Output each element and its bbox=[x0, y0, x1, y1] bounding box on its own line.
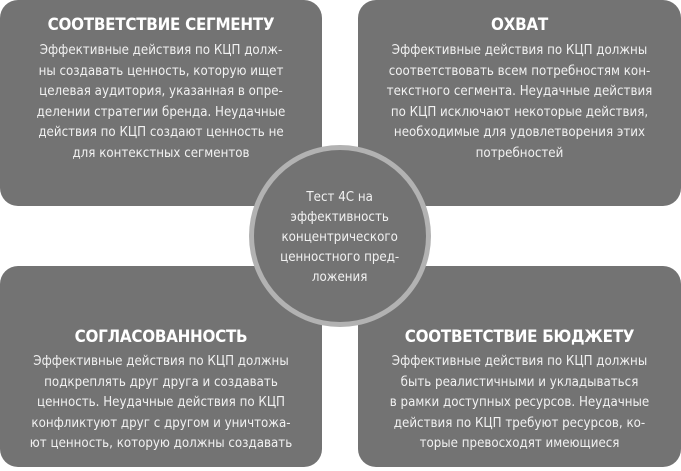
quadrant-description: Эффективные действия по КЦП должны быть … bbox=[389, 353, 650, 451]
quadrant-title: ОХВАТ bbox=[491, 15, 548, 34]
quadrant-description: Эффективные действия по КЦП должны соотв… bbox=[386, 42, 653, 161]
quadrant-title: СОГЛАСОВАННОСТЬ bbox=[74, 327, 248, 346]
center-label: Тест 4С на эффективность концентрическог… bbox=[280, 189, 400, 285]
quadrant-budget-fit: СООТВЕТСТВИЕ БЮДЖЕТУ Эффективные действи… bbox=[358, 266, 681, 467]
center-circle: Тест 4С на эффективность концентрическог… bbox=[249, 145, 431, 327]
quadrant-title: СООТВЕТСТВИЕ БЮДЖЕТУ bbox=[404, 327, 635, 346]
quadrant-description: Эффективные действия по КЦП долж- ны соз… bbox=[36, 42, 286, 161]
quadrant-coverage: ОХВАТ Эффективные действия по КЦП должны… bbox=[358, 0, 681, 206]
quadrant-description: Эффективные действия по КЦП должны подкр… bbox=[29, 353, 293, 451]
quadrant-title: СООТВЕТСТВИЕ СЕГМЕНТУ bbox=[47, 15, 275, 34]
quadrant-segment-fit: СООТВЕТСТВИЕ СЕГМЕНТУ Эффективные действ… bbox=[0, 0, 322, 206]
center-circle-inner: Тест 4С на эффективность концентрическог… bbox=[254, 150, 426, 322]
quadrant-consistency: СОГЛАСОВАННОСТЬ Эффективные действия по … bbox=[0, 266, 322, 467]
